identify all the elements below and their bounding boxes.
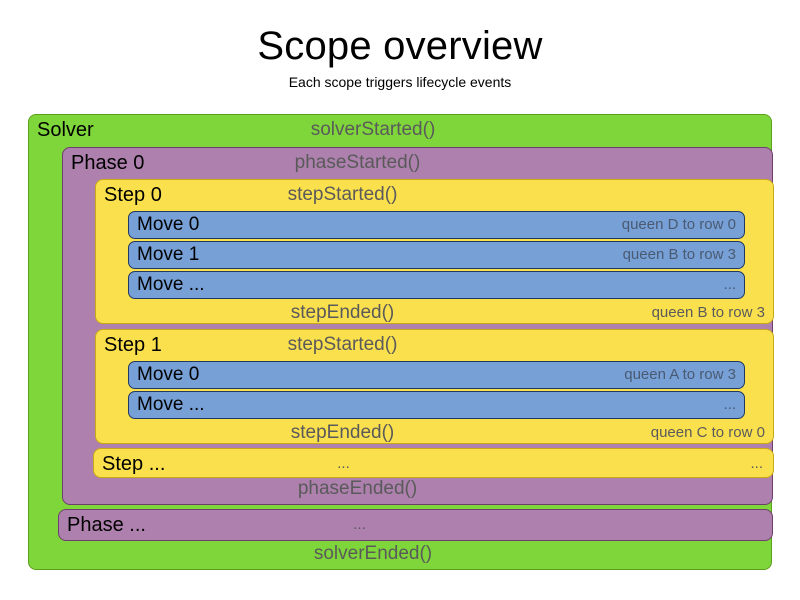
phase-ellipsis-header-row: Phase ... ... [59, 510, 772, 540]
move-row[interactable]: Move ... ... [128, 271, 745, 299]
step-1-header-row: Step 1 stepStarted() [96, 330, 773, 360]
solver-scope[interactable]: Solver solverStarted() Phase 0 phaseStar… [28, 114, 774, 570]
step-0-footer-row: stepEnded() queen B to row 3 [96, 298, 775, 328]
step-0-scope-label: Step 0 [104, 184, 162, 206]
step-1-scope-label: Step 1 [104, 334, 162, 356]
move-detail: ... [723, 396, 736, 413]
step-0-ended-event: stepEnded() [290, 302, 395, 323]
step-ellipsis-detail: ... [750, 455, 763, 472]
move-label: Move 0 [137, 364, 200, 385]
solver-started-event: solverStarted() [310, 119, 436, 140]
phase-ellipsis-scope[interactable]: Phase ... ... [58, 509, 773, 541]
step-ellipsis-header-row: Step ... ... ... [94, 449, 773, 479]
move-detail: ... [723, 276, 736, 293]
move-detail: queen D to row 0 [621, 216, 736, 233]
title-block: Scope overview Each scope triggers lifec… [0, 0, 800, 92]
move-row[interactable]: Move 0 queen A to row 3 [128, 361, 745, 389]
step-1-scope[interactable]: Step 1 stepStarted() Move 0 queen A to r… [95, 329, 774, 444]
step-0-ended-detail: queen B to row 3 [651, 304, 765, 321]
phase-ellipsis-event: ... [353, 516, 366, 533]
move-row[interactable]: Move 0 queen D to row 0 [128, 211, 745, 239]
solver-scope-label: Solver [37, 119, 94, 141]
move-row[interactable]: Move ... ... [128, 391, 745, 419]
solver-footer-row: solverEnded() [29, 539, 773, 569]
step-ellipsis-label: Step ... [102, 453, 166, 475]
step-1-started-event: stepStarted() [287, 334, 398, 355]
move-label: Move ... [137, 394, 205, 415]
move-detail: queen A to row 3 [624, 366, 736, 383]
step-0-scope[interactable]: Step 0 stepStarted() Move 0 queen D to r… [95, 179, 774, 324]
solver-ended-event: solverEnded() [313, 543, 433, 564]
move-row[interactable]: Move 1 queen B to row 3 [128, 241, 745, 269]
step-ellipsis-event: ... [337, 455, 350, 472]
move-detail: queen B to row 3 [622, 246, 736, 263]
phase-0-ended-event: phaseEnded() [297, 478, 418, 499]
phase-0-header-row: Phase 0 phaseStarted() [63, 148, 772, 178]
page-subtitle: Each scope triggers lifecycle events [288, 74, 512, 90]
step-ellipsis-scope[interactable]: Step ... ... ... [93, 448, 774, 478]
phase-0-footer-row: phaseEnded() [63, 474, 774, 504]
phase-0-scope-label: Phase 0 [71, 152, 145, 174]
move-label: Move ... [137, 274, 205, 295]
move-label: Move 0 [137, 214, 200, 235]
step-0-started-event: stepStarted() [287, 184, 398, 205]
step-1-ended-detail: queen C to row 0 [650, 424, 765, 441]
solver-header-row: Solver solverStarted() [29, 115, 771, 145]
phase-ellipsis-label: Phase ... [67, 514, 146, 536]
step-1-ended-event: stepEnded() [290, 422, 395, 443]
step-0-header-row: Step 0 stepStarted() [96, 180, 773, 210]
phase-0-started-event: phaseStarted() [294, 152, 421, 173]
page-title: Scope overview [257, 24, 543, 68]
move-label: Move 1 [137, 244, 200, 265]
step-1-footer-row: stepEnded() queen C to row 0 [96, 418, 775, 448]
phase-0-scope[interactable]: Phase 0 phaseStarted() Step 0 stepStarte… [62, 147, 774, 505]
